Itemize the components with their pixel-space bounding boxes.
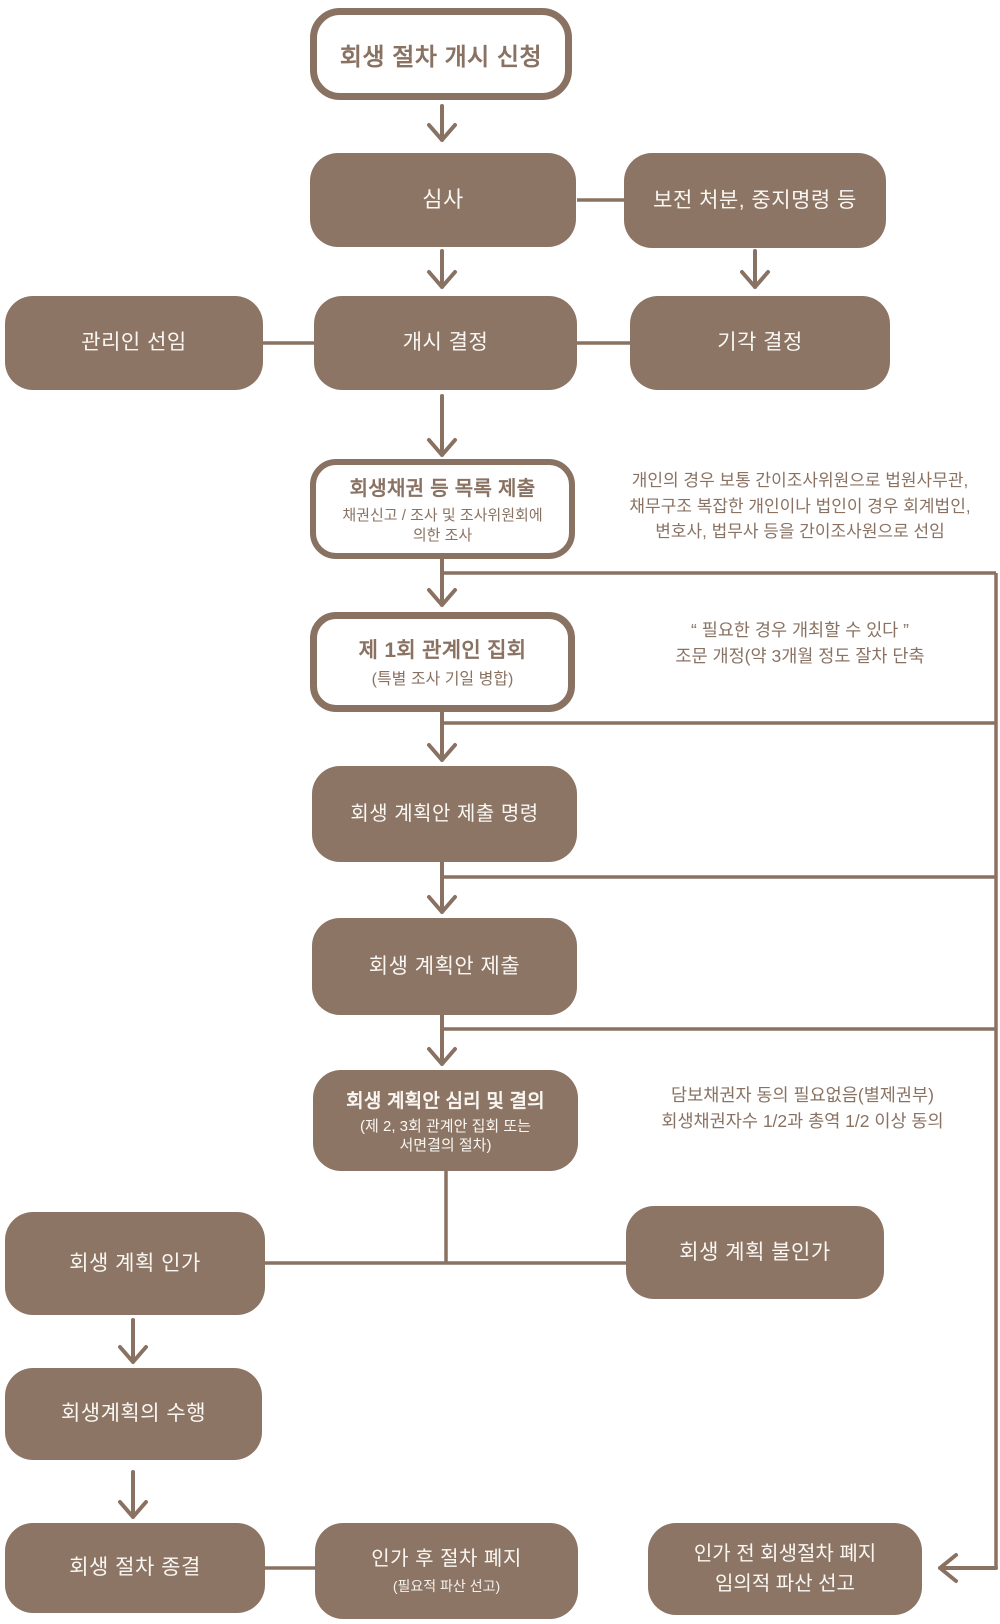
node-plan-review-title: 회생 계획안 심리 및 결의 — [346, 1090, 545, 1112]
note-meeting-line1: “ 필요한 경우 개최할 수 있다 ” — [691, 620, 909, 640]
note-claims-line3: 변호사, 법무사 등을 간이조사원으로 선임 — [655, 522, 945, 541]
node-conclusion-label: 회생 절차 종결 — [69, 1556, 201, 1580]
note-review-line1: 담보채권자 동의 필요없음(별제권부) — [671, 1085, 934, 1105]
arrow-commencement-to-claims — [427, 394, 457, 457]
node-plan-order-label: 회생 계획안 제출 명령 — [350, 803, 539, 825]
node-claims-subtitle: 채권신고 / 조사 및 조사위원회에 의한 조사 — [342, 506, 542, 547]
node-plan-order: 회생 계획안 제출 명령 — [312, 766, 577, 862]
arrow-start-to-screening — [427, 104, 457, 142]
node-plan-review-subtitle: (제 2, 3회 관계안 집회 또는 서면결의 절차) — [360, 1117, 531, 1156]
arrow-bus-to-preabolition — [938, 1553, 998, 1583]
node-first-meeting-title: 제 1회 관계인 집회 — [358, 638, 527, 662]
node-plan-review-subtitle-line2: 서면결의 절차) — [399, 1137, 492, 1154]
node-disapproval-label: 회생 계획 불인가 — [679, 1240, 831, 1264]
node-preservation-label: 보전 처분, 중지명령 등 — [653, 188, 857, 212]
node-plan-review: 회생 계획안 심리 및 결의 (제 2, 3회 관계안 집회 또는 서면결의 절… — [313, 1070, 578, 1171]
arrow-meeting-to-order — [427, 710, 457, 762]
node-approval: 회생 계획 인가 — [5, 1212, 265, 1315]
node-approval-label: 회생 계획 인가 — [69, 1251, 201, 1275]
arrow-execution-to-conclusion — [118, 1470, 148, 1519]
arrow-approval-to-execution — [118, 1318, 148, 1364]
node-claims-subtitle-line2: 의한 조사 — [412, 527, 473, 544]
node-post-approval-title: 인가 후 절차 폐지 — [371, 1548, 522, 1570]
note-review-line2: 회생채권자수 1/2과 총역 1/2 이상 동의 — [661, 1111, 944, 1132]
arrow-claims-to-meeting — [427, 557, 457, 607]
note-claims-line2: 채무구조 복잡한 개인이나 법인이 경우 회계법인, — [629, 496, 971, 516]
arrow-order-to-submission — [427, 860, 457, 914]
arrow-screening-to-commencement — [427, 249, 457, 289]
arrow-submission-to-review — [427, 1013, 457, 1066]
node-pre-approval-line2: 임의적 파산 선고 — [715, 1573, 855, 1595]
note-claims: 개인의 경우 보통 간이조사위원으로 법원사무관, 채무구조 복잡한 개인이나 … — [600, 468, 1000, 545]
node-post-approval-abolition: 인가 후 절차 폐지 (필요적 파산 선고) — [315, 1523, 578, 1619]
node-commencement: 개시 결정 — [314, 296, 577, 390]
node-plan-submission: 회생 계획안 제출 — [312, 918, 577, 1015]
node-start-label: 회생 절차 개시 신청 — [339, 43, 543, 71]
node-plan-submission-label: 회생 계획안 제출 — [368, 954, 521, 978]
node-pre-approval-abolition: 인가 전 회생절차 폐지 임의적 파산 선고 — [648, 1523, 922, 1615]
node-claims-list: 회생채권 등 목록 제출 채권신고 / 조사 및 조사위원회에 의한 조사 — [310, 459, 575, 559]
node-execution: 회생계획의 수행 — [5, 1368, 262, 1460]
node-execution-label: 회생계획의 수행 — [60, 1402, 207, 1426]
node-screening-label: 심사 — [422, 186, 464, 212]
node-pre-approval-line1: 인가 전 회생절차 폐지 — [693, 1543, 877, 1565]
node-first-meeting: 제 1회 관계인 집회 (특별 조사 기일 병합) — [310, 612, 575, 712]
note-meeting: “ 필요한 경우 개최할 수 있다 ” 조문 개정(약 3개월 정도 잘차 단축 — [595, 617, 1000, 670]
node-disapproval: 회생 계획 불인가 — [626, 1206, 884, 1299]
note-meeting-line2: 조문 개정(약 3개월 정도 잘차 단축 — [675, 646, 925, 667]
node-preservation: 보전 처분, 중지명령 등 — [624, 153, 886, 248]
node-start: 회생 절차 개시 신청 — [310, 8, 572, 100]
node-conclusion: 회생 절차 종결 — [5, 1523, 265, 1613]
node-plan-review-subtitle-line1: (제 2, 3회 관계안 집회 또는 — [360, 1117, 531, 1135]
node-claims-title: 회생채권 등 목록 제출 — [349, 477, 536, 500]
node-dismissal: 기각 결정 — [630, 296, 890, 390]
node-dismissal-label: 기각 결정 — [717, 331, 803, 355]
arrow-preservation-to-dismissal — [740, 249, 770, 289]
node-commencement-label: 개시 결정 — [402, 331, 489, 355]
node-screening: 심사 — [310, 153, 576, 247]
node-claims-subtitle-line1: 채권신고 / 조사 및 조사위원회에 — [342, 506, 543, 524]
node-custodian: 관리인 선임 — [5, 296, 263, 390]
node-first-meeting-subtitle: (특별 조사 기일 병합) — [371, 670, 514, 688]
note-review: 담보채권자 동의 필요없음(별제권부) 회생채권자수 1/2과 총역 1/2 이… — [595, 1082, 1000, 1135]
node-pre-approval-lines: 인가 전 회생절차 폐지 임의적 파산 선고 — [694, 1539, 876, 1599]
node-custodian-label: 관리인 선임 — [81, 331, 187, 355]
note-claims-line1: 개인의 경우 보통 간이조사위원으로 법원사무관, — [631, 471, 969, 490]
node-post-approval-subtitle: (필요적 파산 선고) — [392, 1578, 501, 1594]
